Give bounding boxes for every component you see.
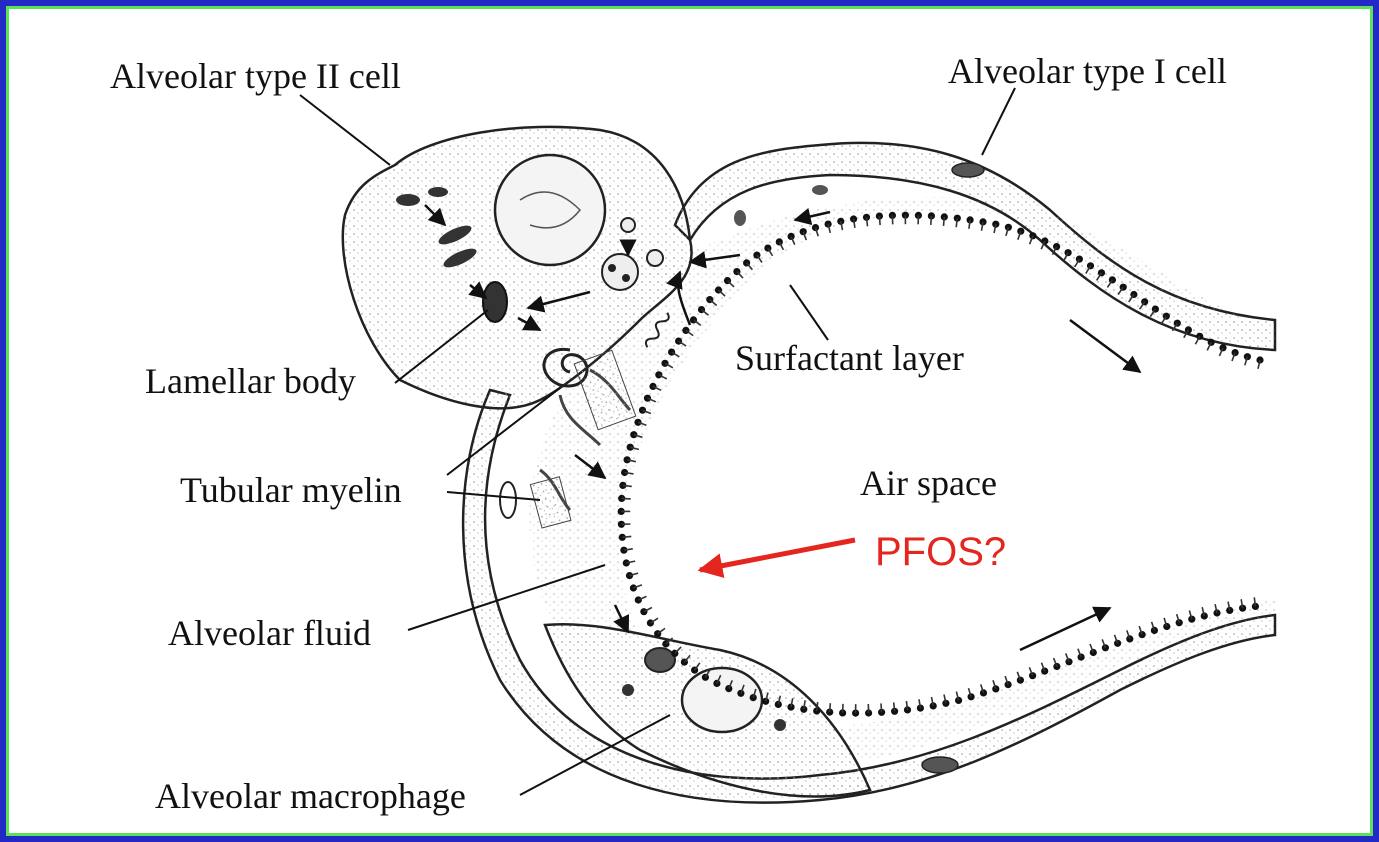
label-alveolar-macrophage: Alveolar macrophage [155, 776, 466, 816]
pfos-annotation: PFOS? [875, 530, 1006, 574]
lamellar-body [483, 282, 507, 322]
wall-cell [812, 185, 828, 195]
wall-cell [500, 482, 516, 518]
leader-type1 [982, 88, 1015, 155]
surfactant-tail [956, 218, 957, 227]
surfactant-tail [622, 536, 631, 537]
label-alveolar-fluid: Alveolar fluid [168, 613, 371, 653]
vesicle [647, 250, 663, 266]
surfactant-head [1065, 658, 1072, 665]
vesicle [621, 218, 635, 232]
surfactant-tail [879, 216, 880, 225]
surfactant-head [1065, 249, 1072, 256]
label-type-i-cell: Alveolar type I cell [948, 51, 1227, 91]
label-lamellar-body: Lamellar body [145, 361, 356, 401]
granule [774, 719, 786, 731]
surfactant-tail [894, 702, 895, 711]
surfactant-head [1114, 640, 1121, 647]
wall-cell-nucleus [922, 757, 958, 773]
vesicle-granule [622, 274, 630, 282]
vesicle [602, 254, 638, 290]
surfactant-tail [622, 498, 631, 499]
surfactant-tail [830, 703, 831, 712]
leader-surfactant [790, 285, 828, 340]
surfactant-tail [906, 701, 907, 710]
surfactant-tail [931, 216, 932, 225]
surfactant-tail [817, 702, 818, 711]
type-ii-nucleus [495, 155, 605, 265]
phagosome [645, 648, 675, 672]
surfactant-head [1102, 644, 1109, 651]
organelle [396, 194, 420, 206]
label-type-ii-cell: Alveolar type II cell [110, 56, 401, 96]
surfactant-tail [623, 485, 632, 486]
surfactant-head [737, 690, 744, 697]
surfactant-tail [1254, 597, 1255, 606]
leader-type2 [300, 95, 390, 165]
flow-arrow [1070, 320, 1140, 372]
pfos-arrow [700, 540, 855, 570]
surfactant-tail [881, 703, 882, 712]
label-air-space: Air space [860, 463, 997, 503]
flow-arrow [1020, 608, 1110, 650]
surfactant-head [1029, 232, 1036, 239]
surfactant-tail [944, 217, 945, 226]
surfactant-head [1017, 677, 1024, 684]
surfactant-head [702, 674, 709, 681]
surfactant-head [1029, 672, 1036, 679]
surfactant-head [640, 608, 647, 615]
label-surfactant-layer: Surfactant layer [735, 338, 964, 378]
organelle [428, 187, 448, 197]
surfactant-head [1017, 228, 1024, 235]
label-tubular-myelin: Tubular myelin [180, 470, 402, 510]
vesicle-granule [608, 264, 616, 272]
surfactant-tail [867, 217, 868, 226]
granule [622, 684, 634, 696]
macrophage-nucleus [682, 668, 762, 732]
type-i-cell-nucleus [952, 163, 984, 177]
wall-cell [734, 210, 746, 226]
